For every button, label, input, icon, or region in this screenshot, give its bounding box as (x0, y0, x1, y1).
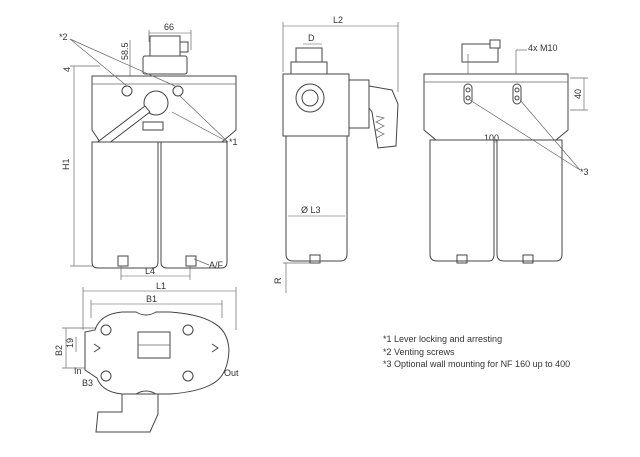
lever-hub (143, 90, 169, 116)
side-lever (368, 85, 399, 149)
note-3: *3 Optional wall mounting for NF 160 up … (383, 359, 571, 369)
dim-r: R (273, 277, 283, 284)
dim-b3: B3 (82, 378, 93, 388)
dim-l2: L2 (333, 15, 343, 25)
dim-4: 4 (62, 67, 72, 72)
dim-b2: B2 (54, 345, 64, 356)
rear-bowl-right (496, 139, 563, 262)
dim-l3: Ø L3 (301, 205, 321, 215)
callout-3-rear: *3 (580, 167, 589, 177)
dim-h1: H1 (61, 158, 71, 170)
rear-bowl-left (429, 139, 495, 262)
side-filter-head (282, 73, 350, 137)
dim-d: D (308, 33, 315, 43)
side-view: L2 D Ø L3 R (273, 15, 399, 293)
notes-legend: *1 Lever locking and arresting *2 Ventin… (383, 333, 570, 371)
note-1: *1 Lever locking and arresting (383, 334, 503, 344)
front-bowl-left (91, 141, 159, 269)
dim-m10: 4x M10 (528, 43, 558, 53)
front-valve (149, 35, 181, 57)
dim-l1: L1 (156, 281, 166, 291)
front-bowl-right (160, 141, 228, 269)
rear-filter-head (423, 73, 569, 141)
dim-40: 40 (573, 89, 583, 99)
dim-58-5: 58.5 (120, 42, 130, 60)
side-bowl (285, 135, 348, 262)
dim-19: 19 (65, 338, 75, 348)
note-2: *2 Venting screws (383, 346, 455, 357)
top-view: L1 B1 B2 19 In Out B3 (54, 281, 239, 433)
dim-100: 100 (484, 133, 499, 143)
callout-1-front: *1 (229, 137, 238, 147)
dim-66: 66 (164, 22, 174, 32)
dim-af: A/F (209, 260, 224, 270)
callout-2-front: *2 (59, 32, 68, 42)
top-view-lever (95, 393, 159, 433)
label-in: In (74, 366, 82, 376)
dim-b1: B1 (146, 294, 157, 304)
front-view: 66 58.5 4 H1 L4 A/F (59, 22, 238, 280)
dim-l4: L4 (145, 266, 155, 276)
label-out: Out (224, 368, 239, 378)
rear-view: 4x M10 40 100 *3 (423, 39, 589, 264)
